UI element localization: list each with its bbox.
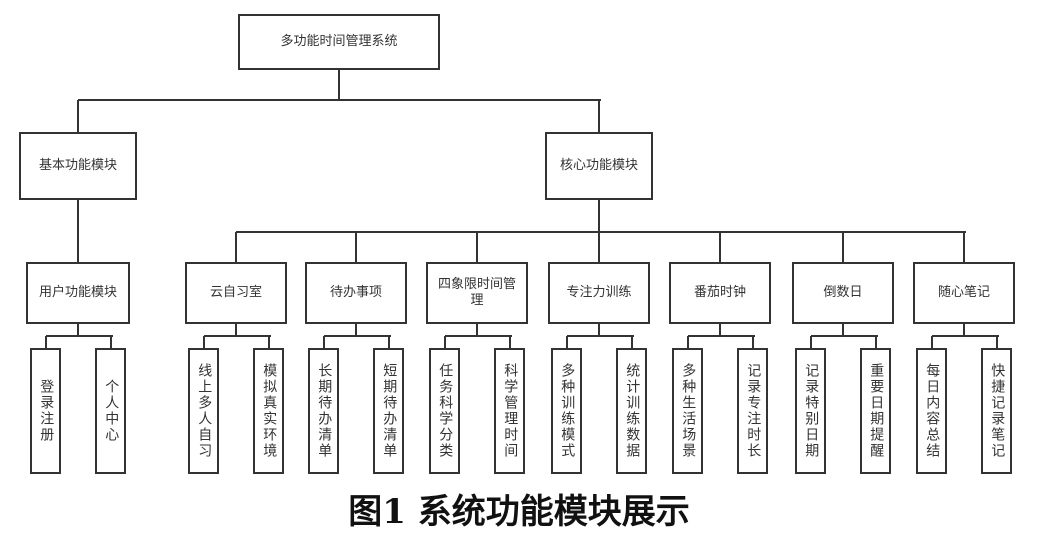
- connector-leaf-drop: [443, 336, 446, 348]
- connector-leaf-trunk: [77, 324, 79, 336]
- connector-leaf-bus: [931, 335, 999, 337]
- connector-leaf-drop: [267, 336, 270, 348]
- figure-caption: 图1 系统功能模块展示: [348, 492, 690, 532]
- connector-level2-drop: [235, 232, 237, 262]
- leaf-node: 科学管理时间: [494, 348, 525, 474]
- leaf-node: 记录特别日期: [795, 348, 826, 474]
- connector-level2-bus: [236, 231, 966, 233]
- connector-core-down: [598, 200, 600, 232]
- connector-level2-drop: [355, 232, 357, 262]
- connector-level2-drop: [476, 232, 478, 262]
- leaf-node: 统计训练数据: [616, 348, 647, 474]
- connector-root-down: [338, 70, 340, 100]
- connector-leaf-drop: [751, 336, 754, 348]
- leaf-node: 模拟真实环境: [253, 348, 284, 474]
- leaf-node: 线上多人自习: [188, 348, 219, 474]
- leaf-node: 长期待办清单: [308, 348, 339, 474]
- connector-leaf-trunk: [598, 324, 600, 336]
- module-node: 云自习室: [185, 262, 287, 324]
- connector-leaf-trunk: [963, 324, 965, 336]
- connector-leaf-drop: [508, 336, 511, 348]
- module-node: 专注力训练: [548, 262, 650, 324]
- leaf-node: 多种训练模式: [551, 348, 582, 474]
- connector-leaf-drop: [686, 336, 689, 348]
- leaf-node: 记录专注时长: [737, 348, 768, 474]
- module-node: 倒数日: [792, 262, 894, 324]
- connector-basic-down: [77, 200, 79, 262]
- connector-leaf-trunk: [476, 324, 478, 336]
- connector-leaf-trunk: [842, 324, 844, 336]
- connector-leaf-drop: [202, 336, 205, 348]
- connector-leaf-bus: [810, 335, 878, 337]
- connector-leaf-drop: [109, 336, 112, 348]
- connector-leaf-bus: [203, 335, 271, 337]
- connector-leaf-drop: [44, 336, 47, 348]
- connector-leaf-drop: [930, 336, 933, 348]
- connector-leaf-trunk: [355, 324, 357, 336]
- module-node: 番茄时钟: [669, 262, 771, 324]
- connector-level1-drop: [598, 100, 600, 132]
- connector-leaf-trunk: [719, 324, 721, 336]
- leaf-node: 重要日期提醒: [860, 348, 891, 474]
- connector-level1-drop: [77, 100, 79, 132]
- leaf-node: 快捷记录笔记: [981, 348, 1012, 474]
- module-node: 用户功能模块: [26, 262, 130, 324]
- connector-leaf-drop: [809, 336, 812, 348]
- connector-level2-drop: [598, 232, 600, 262]
- connector-leaf-bus: [687, 335, 755, 337]
- connector-leaf-drop: [322, 336, 325, 348]
- connector-level2-drop: [719, 232, 721, 262]
- module-node: 待办事项: [305, 262, 407, 324]
- connector-leaf-bus: [45, 335, 113, 337]
- leaf-node: 个人中心: [95, 348, 126, 474]
- level1-node: 基本功能模块: [19, 132, 137, 200]
- root-node: 多功能时间管理系统: [238, 14, 440, 70]
- connector-leaf-drop: [874, 336, 877, 348]
- connector-leaf-drop: [995, 336, 998, 348]
- module-tree-diagram: 多功能时间管理系统基本功能模块 核心功能模块用户功能模块云自习室待办事项四象限时间…: [19, 14, 1015, 474]
- leaf-node: 登录注册: [30, 348, 61, 474]
- connector-level1-bus: [78, 99, 601, 101]
- connector-leaf-drop: [565, 336, 568, 348]
- leaf-node: 任务科学分类: [429, 348, 460, 474]
- connector-leaf-trunk: [235, 324, 237, 336]
- leaf-node: 多种生活场景: [672, 348, 703, 474]
- connector-level2-drop: [842, 232, 844, 262]
- connector-leaf-drop: [387, 336, 390, 348]
- connector-level2-drop: [963, 232, 965, 262]
- module-node: 随心笔记: [913, 262, 1015, 324]
- connector-leaf-bus: [323, 335, 391, 337]
- module-node: 四象限时间管理: [426, 262, 528, 324]
- connector-leaf-drop: [630, 336, 633, 348]
- leaf-node: 短期待办清单: [373, 348, 404, 474]
- leaf-node: 每日内容总结: [916, 348, 947, 474]
- level1-node: 核心功能模块: [545, 132, 653, 200]
- connector-leaf-bus: [566, 335, 634, 337]
- connector-leaf-bus: [444, 335, 512, 337]
